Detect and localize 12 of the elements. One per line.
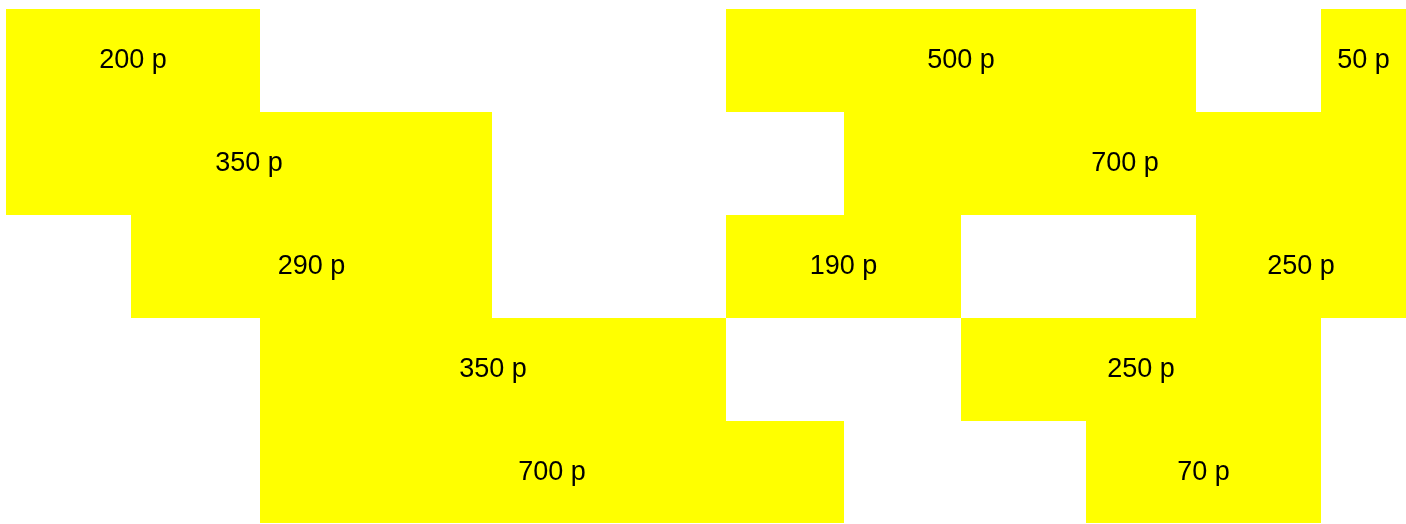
time-bar: 70 p: [1086, 421, 1321, 523]
time-bar: 250 p: [961, 318, 1321, 421]
time-bar: 250 p: [1196, 215, 1406, 318]
time-bar: 350 p: [260, 318, 726, 421]
time-bar: 700 p: [844, 112, 1406, 215]
time-bar: 190 p: [726, 215, 961, 318]
time-bar: 350 p: [6, 112, 492, 215]
time-bar: 50 p: [1321, 9, 1406, 112]
time-bar: 290 p: [131, 215, 492, 318]
time-bar: 500 p: [726, 9, 1196, 112]
time-bar: 700 p: [260, 421, 844, 523]
time-bar: 200 p: [6, 9, 260, 112]
